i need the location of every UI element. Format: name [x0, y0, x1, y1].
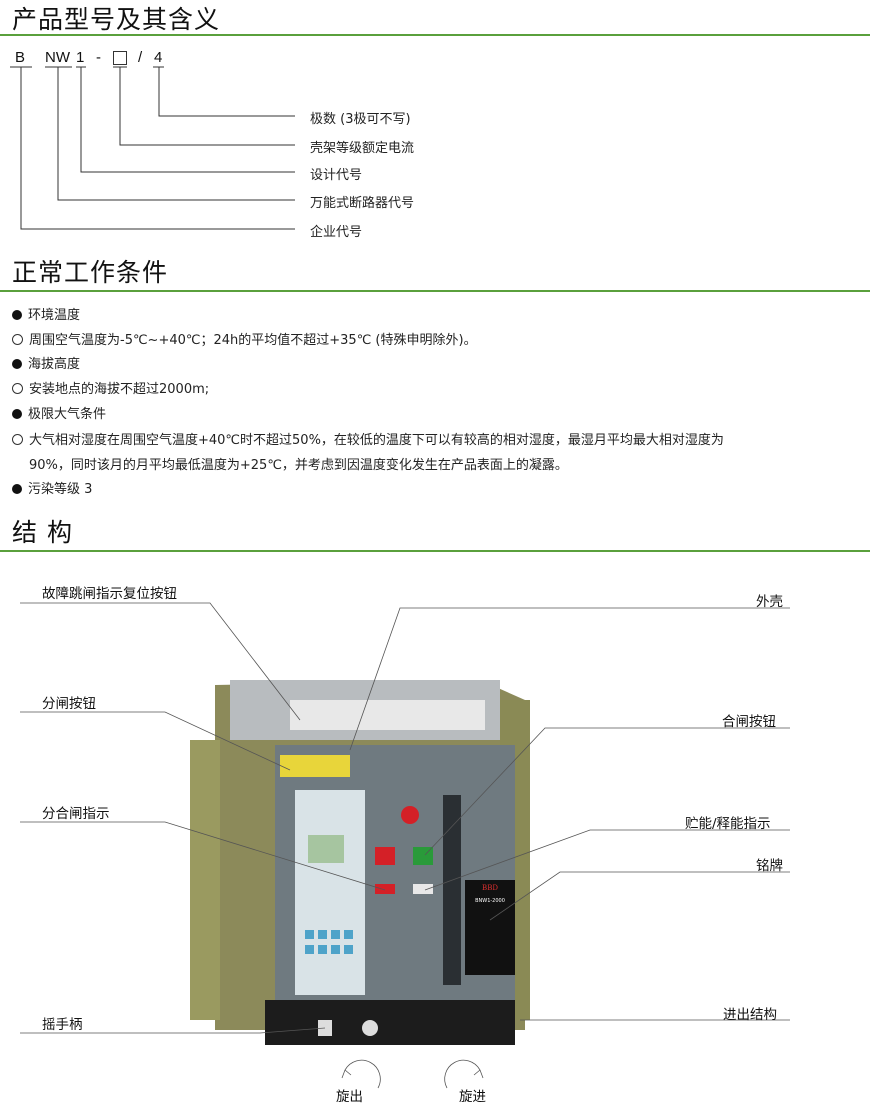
- label-draw-out-structure: 进出结构: [723, 1007, 777, 1023]
- label-housing: 外壳: [756, 594, 783, 610]
- label-nameplate: 铭牌: [756, 858, 783, 874]
- code-part-box: [113, 51, 127, 65]
- filled-bullet-icon: [12, 409, 22, 419]
- label-rotate-in: 旋进: [459, 1089, 486, 1105]
- label-close-button: 合闸按钮: [722, 714, 776, 730]
- meaning-breaker-code: 万能式断路器代号: [310, 196, 415, 211]
- nameplate: [465, 880, 515, 975]
- label-charge-indicator: 贮能/释能指示: [685, 816, 771, 832]
- meaning-frame-current: 壳架等级额定电流: [310, 141, 415, 156]
- logo-badge: [401, 806, 419, 824]
- section-divider: [0, 34, 870, 36]
- condition-item: 极限大气条件: [12, 403, 106, 422]
- label-open-close-indicator: 分合闸指示: [42, 806, 110, 822]
- open-button-shape: [375, 847, 395, 865]
- condition-item: 大气相对湿度在周围空气温度+40℃时不超过50%，在较低的温度下可以有较高的相对…: [12, 429, 724, 448]
- code-part-1: 1: [76, 49, 85, 66]
- code-part-b: B: [15, 49, 26, 66]
- filled-bullet-icon: [12, 310, 22, 320]
- condition-item: 海拔高度: [12, 353, 80, 372]
- nameplate-brand: BBD: [482, 884, 498, 892]
- section-title-structure: 结 构: [12, 518, 73, 547]
- filled-bullet-icon: [12, 484, 22, 494]
- open-bullet-icon: [12, 334, 23, 345]
- label-open-button: 分闸按钮: [42, 696, 96, 712]
- filled-bullet-icon: [12, 359, 22, 369]
- label-crank-handle: 摇手柄: [42, 1017, 83, 1033]
- section-divider: [0, 550, 870, 552]
- code-part-4: 4: [154, 49, 163, 66]
- open-close-indicator-shape: [375, 884, 395, 894]
- open-bullet-icon: [12, 383, 23, 394]
- meaning-poles: 极数 (3极可不写): [310, 112, 411, 127]
- meaning-company-code: 企业代号: [310, 225, 363, 240]
- open-bullet-icon: [12, 434, 23, 445]
- breaker-illustration: [190, 680, 530, 1045]
- section-title-model: 产品型号及其含义: [12, 5, 221, 34]
- condition-item: 环境温度: [12, 304, 80, 323]
- label-rotate-out: 旋出: [336, 1089, 363, 1105]
- code-part-nw: NW: [45, 49, 70, 66]
- charge-indicator-shape: [413, 884, 433, 894]
- label-trip-reset-button: 故障跳闸指示复位按钮: [42, 586, 177, 602]
- code-part-dash: -: [96, 49, 101, 66]
- nameplate-model: BNW1-2000: [475, 898, 505, 904]
- section-title-conditions: 正常工作条件: [12, 258, 169, 287]
- condition-item-continued: 90%，同时该月的月平均最低温度为+25℃，并考虑到因温度变化发生在产品表面上的…: [29, 458, 568, 473]
- condition-item: 污染等级 3: [12, 478, 92, 497]
- condition-item: 安装地点的海拔不超过2000m;: [12, 378, 209, 397]
- section-divider: [0, 290, 870, 292]
- condition-item: 周围空气温度为-5℃~+40℃；24h的平均值不超过+35℃ (特殊申明除外)。: [12, 329, 477, 348]
- code-part-slash: /: [138, 49, 143, 66]
- meaning-design-code: 设计代号: [310, 168, 363, 183]
